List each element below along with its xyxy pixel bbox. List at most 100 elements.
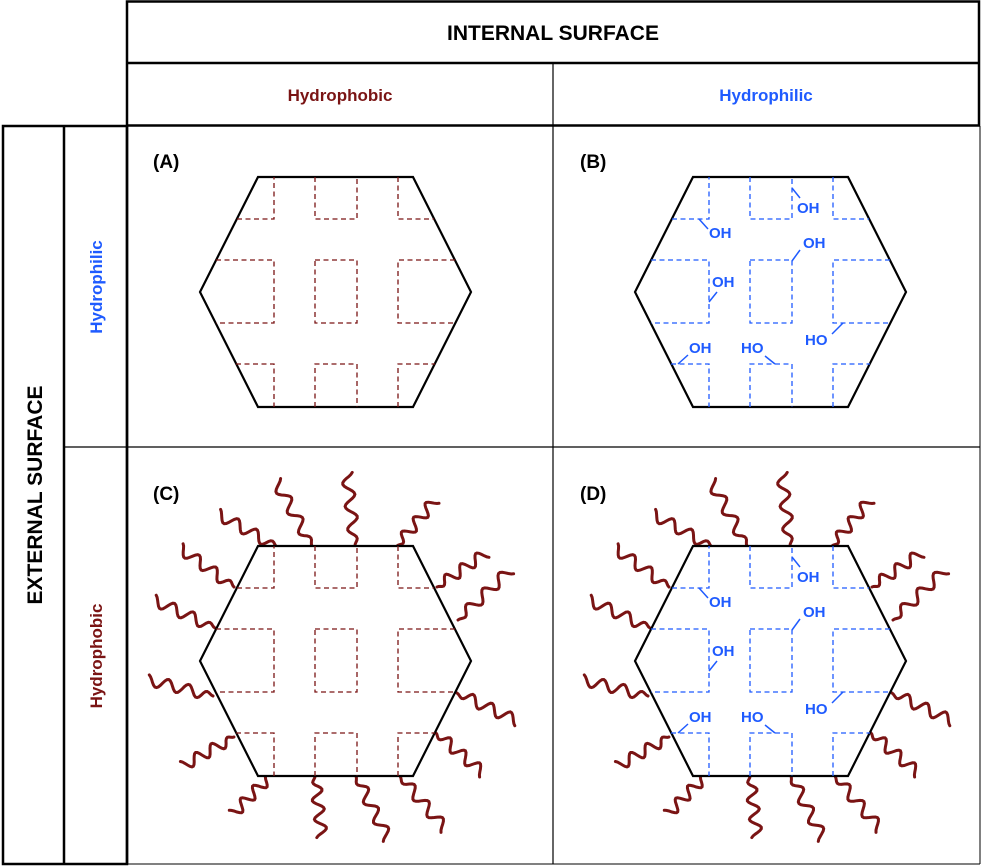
pore-channel	[237, 177, 275, 220]
pore-channel	[397, 732, 435, 776]
pore-channel	[216, 259, 275, 324]
pore-channel	[314, 363, 358, 407]
pore-channel	[236, 363, 275, 407]
column-header-hydrophilic: Hydrophilic	[719, 86, 813, 105]
hydroxyl-bond	[791, 249, 801, 262]
pore-channel	[314, 546, 358, 589]
pore-channel	[237, 546, 275, 589]
column-header-hydrophobic: Hydrophobic	[288, 86, 393, 105]
hydroxyl-bond	[764, 724, 776, 734]
hydroxyl-bond	[764, 355, 776, 365]
panel-label-d: (D)	[580, 484, 606, 505]
hydrophobic-chain	[274, 477, 314, 548]
hydrophobic-chain	[891, 570, 951, 622]
hydrophobic-chain	[616, 542, 671, 589]
pore-channel	[397, 363, 435, 407]
particle-a	[198, 175, 473, 409]
hydrophobic-chain	[354, 774, 391, 843]
hydroxyl-label: HO	[805, 701, 828, 718]
hydroxyl-label: OH	[712, 643, 735, 660]
pore-channel	[749, 732, 793, 776]
pore-channel	[749, 363, 793, 407]
hydroxyl-label: OH	[689, 340, 712, 357]
hydrophobic-chain	[178, 735, 236, 769]
hydroxyl-bond	[698, 587, 709, 599]
pore-channel	[314, 259, 358, 324]
hydrophobic-chain	[830, 500, 876, 548]
hydroxyl-bond	[831, 322, 844, 335]
hydroxyl-bond	[791, 618, 801, 631]
hydroxyl-bond	[708, 660, 718, 672]
hydroxyl-label: HO	[741, 709, 764, 726]
hydrophobic-chain	[890, 691, 952, 728]
hydroxyl-label: HO	[805, 332, 828, 349]
hydrophobic-chain	[434, 731, 483, 779]
particle-c	[147, 470, 517, 843]
hydrophobic-chain	[154, 593, 217, 630]
pore-channel	[236, 732, 275, 776]
panel-label-a: (A)	[153, 152, 179, 173]
pore-channel	[672, 546, 710, 589]
hydroxyl-label: HO	[741, 340, 764, 357]
hydroxyl-label: OH	[712, 274, 735, 291]
hydrophobic-chain	[776, 470, 794, 548]
hydroxyl-label: OH	[803, 604, 826, 621]
hydrophobic-chain	[341, 470, 359, 548]
pore-channel	[671, 732, 710, 776]
hydrophobic-chain	[589, 593, 652, 630]
internal-surface-title: INTERNAL SURFACE	[447, 22, 659, 45]
hydroxyl-bond	[677, 354, 689, 365]
hydrophobic-chain	[582, 673, 650, 700]
hydrophobic-chain	[310, 774, 328, 840]
hexagonal-particle	[198, 544, 473, 778]
pore-channel	[397, 259, 455, 324]
hexagonal-particle	[633, 544, 908, 778]
hydroxyl-bond	[677, 723, 689, 734]
hydroxyl-bond	[698, 218, 709, 230]
pore-channel	[749, 177, 793, 220]
pore-channel	[832, 259, 890, 324]
pore-channel	[749, 259, 793, 324]
pore-channel	[832, 628, 890, 693]
hydrophobic-chain	[745, 774, 763, 840]
pore-channel	[832, 732, 870, 776]
hydrophobic-chain	[833, 774, 880, 834]
hydrophobic-chain	[789, 774, 826, 843]
hexagonal-particle	[198, 175, 473, 409]
hydroxyl-label: OH	[689, 709, 712, 726]
hydrophobic-chain	[398, 774, 445, 834]
pore-channel	[314, 177, 358, 220]
hydrophobic-chain	[709, 477, 749, 548]
pore-channel	[314, 732, 358, 776]
panel-label-b: (B)	[580, 152, 606, 173]
hydrophobic-chain	[435, 551, 491, 589]
external-surface-title: EXTERNAL SURFACE	[24, 386, 47, 605]
row-header-hydrophilic: Hydrophilic	[87, 240, 106, 334]
pore-channel	[749, 628, 793, 693]
pore-channel	[671, 363, 710, 407]
hydrophobic-chain	[870, 551, 926, 589]
hydroxyl-label: OH	[709, 594, 732, 611]
pore-channel	[397, 628, 455, 693]
hydrophobic-chain	[662, 772, 709, 815]
hydrophobic-chain	[219, 507, 279, 549]
hydroxyl-label: OH	[709, 225, 732, 242]
hydroxyl-bond	[708, 291, 718, 303]
pore-channel	[749, 546, 793, 589]
hydroxyl-bond	[791, 187, 801, 199]
hydrophobic-chain	[395, 500, 441, 548]
hydroxyl-bond	[831, 691, 844, 704]
hydrophobic-chain	[613, 735, 671, 769]
hydroxyl-bond	[791, 556, 801, 568]
hydroxyl-label: OH	[797, 200, 820, 217]
hydrophobic-chain	[181, 542, 236, 589]
row-header-hydrophobic: Hydrophobic	[87, 604, 106, 709]
pore-channel	[314, 628, 358, 693]
hydrophobic-chain	[456, 570, 516, 622]
pore-channel	[832, 363, 870, 407]
